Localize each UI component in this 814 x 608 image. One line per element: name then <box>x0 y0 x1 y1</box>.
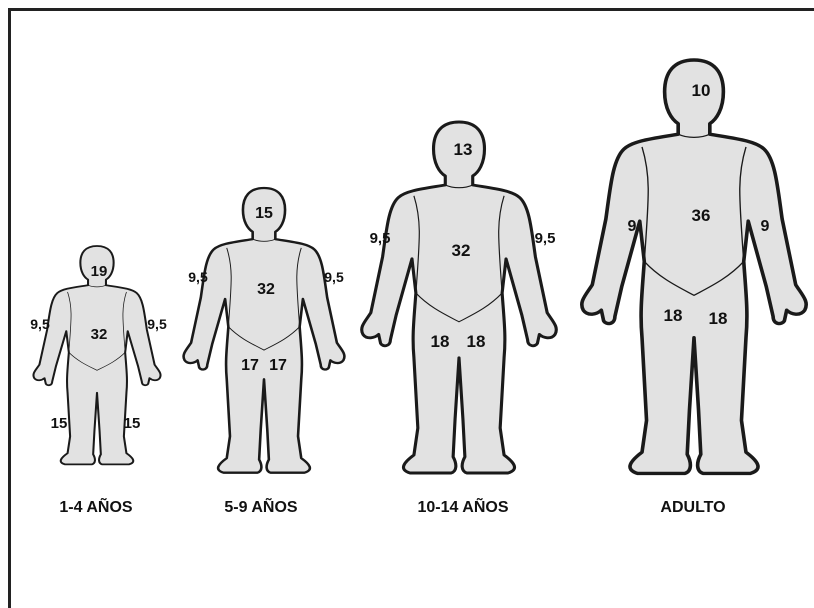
head-percent: 15 <box>255 205 273 222</box>
right-arm-percent: 9,5 <box>324 269 344 285</box>
left-leg-percent: 15 <box>51 415 68 432</box>
left-leg-percent: 18 <box>431 332 450 351</box>
figure-caption: 5-9 AÑOS <box>224 496 298 516</box>
right-leg-percent: 15 <box>124 415 141 432</box>
trunk-percent: 32 <box>257 281 275 298</box>
trunk-percent: 32 <box>452 241 471 260</box>
trunk-percent: 36 <box>692 206 711 225</box>
figure-caption: ADULTO <box>660 499 725 516</box>
left-arm-percent: 9,5 <box>188 269 208 285</box>
right-leg-percent: 18 <box>709 309 728 328</box>
figure-adulto: 10 36 9 9 18 18 ADULTO <box>582 60 806 516</box>
right-arm-percent: 9,5 <box>535 230 556 247</box>
figure-caption: 10-14 AÑOS <box>418 496 509 516</box>
right-leg-percent: 17 <box>269 357 287 374</box>
right-arm-percent: 9 <box>761 218 770 235</box>
trunk-percent: 32 <box>91 326 108 343</box>
left-leg-percent: 17 <box>241 357 259 374</box>
left-arm-percent: 9,5 <box>370 230 391 247</box>
left-arm-percent: 9,5 <box>30 316 50 332</box>
figure-caption: 1-4 AÑOS <box>59 496 133 516</box>
right-leg-percent: 18 <box>467 332 486 351</box>
head-percent: 10 <box>692 81 711 100</box>
left-arm-percent: 9 <box>628 218 637 235</box>
head-percent: 19 <box>91 263 108 280</box>
figure-10-14-anos: 13 32 9,5 9,5 18 18 10-14 AÑOS <box>362 122 557 516</box>
head-percent: 13 <box>454 140 473 159</box>
left-leg-percent: 18 <box>664 306 683 325</box>
figure-5-9-anos: 15 32 9,5 9,5 17 17 5-9 AÑOS <box>184 188 345 516</box>
figure-1-4-anos: 19 32 9,5 9,5 15 15 1-4 AÑOS <box>30 246 167 516</box>
right-arm-percent: 9,5 <box>147 316 167 332</box>
